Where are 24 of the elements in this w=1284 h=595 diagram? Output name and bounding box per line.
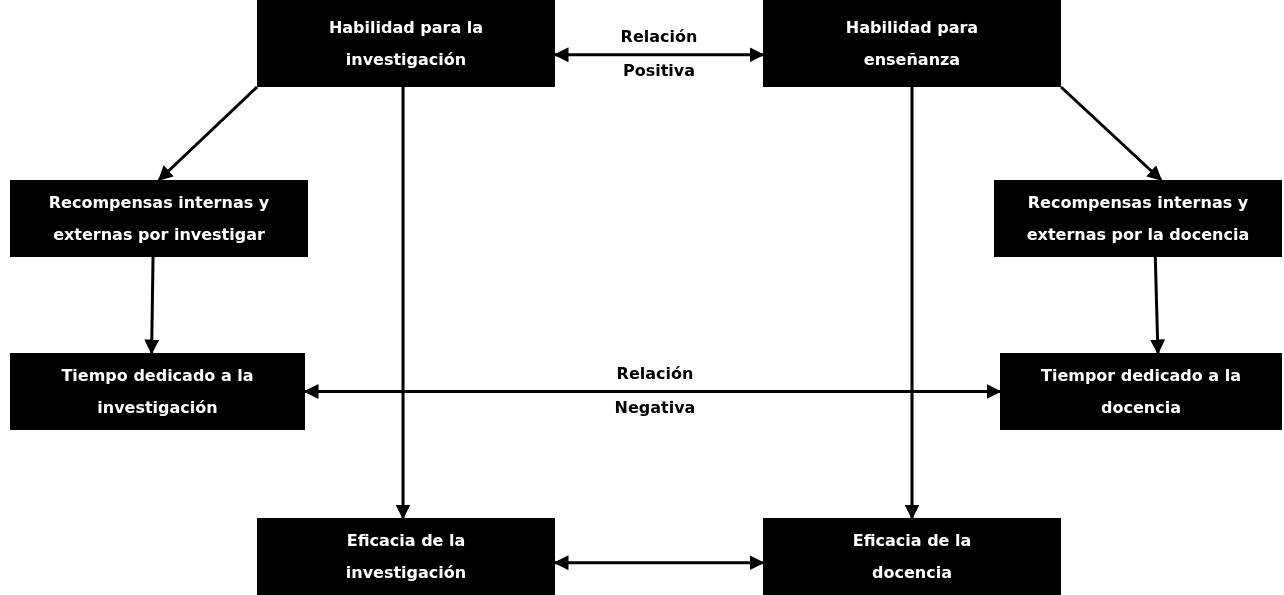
box-label: Habilidad para enseñanza (844, 16, 980, 71)
edge-label: Relación Positiva (619, 25, 699, 82)
process-box (257, 0, 555, 87)
arrow (395, 87, 411, 520)
process-box (1000, 353, 1282, 430)
box-label: Tiempo dedicado a la investigación (60, 364, 255, 419)
box-label: Eficacia de la investigación (344, 529, 468, 584)
process-box (763, 0, 1061, 87)
arrow (144, 256, 160, 355)
process-box (763, 518, 1061, 595)
box-label: Tiempor dedicado a la docencia (1040, 364, 1242, 419)
edge-label: Relación Negativa (613, 362, 697, 419)
box-label: Recompensas internas y externas por investigar (47, 191, 271, 246)
process-box (10, 353, 305, 430)
arrow (1150, 256, 1166, 355)
arrow (904, 87, 920, 520)
box-label: Habilidad para la investigación (327, 16, 485, 71)
box-label: Eficacia de la docencia (851, 529, 973, 584)
box-label: Recompensas internas y externas por la docencia (1025, 191, 1251, 246)
process-box (257, 518, 555, 595)
process-box (10, 180, 308, 257)
process-box (994, 180, 1282, 257)
arrow (157, 85, 259, 182)
arrow (1059, 85, 1163, 182)
